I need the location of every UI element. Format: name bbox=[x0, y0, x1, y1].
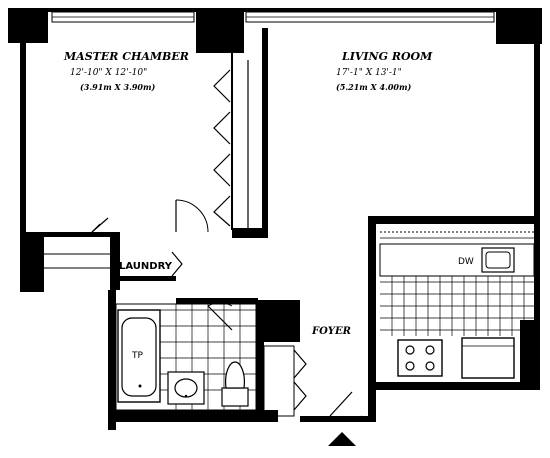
entry-arrow-icon bbox=[328, 432, 356, 446]
kitchen-tiles bbox=[380, 276, 534, 336]
living-room-dim-imperial: 17'-1" X 13'-1" bbox=[336, 68, 402, 78]
foyer: FOYER bbox=[263, 326, 363, 421]
laundry-area: LAUNDRY bbox=[119, 251, 183, 277]
room-labels: MASTER CHAMBER 12'-10" X 12'-10" (3.91m … bbox=[63, 50, 433, 92]
bathroom: TP bbox=[115, 302, 257, 411]
refrigerator bbox=[461, 337, 515, 379]
master-chamber-dim-imperial: 12'-10" X 12'-10" bbox=[70, 68, 147, 78]
kitchen: DW bbox=[379, 231, 535, 379]
tub-label: TP bbox=[131, 351, 143, 361]
windows bbox=[51, 11, 495, 23]
dishwasher-label: DW bbox=[458, 257, 474, 267]
laundry-label: LAUNDRY bbox=[119, 261, 173, 272]
walls bbox=[8, 8, 542, 430]
master-closet bbox=[213, 52, 249, 230]
living-room-dim-metric: (5.21m X 4.00m) bbox=[336, 82, 411, 92]
living-room-title: LIVING ROOM bbox=[341, 50, 433, 63]
foyer-label: FOYER bbox=[311, 326, 351, 337]
master-wardrobe bbox=[44, 253, 110, 269]
stove bbox=[397, 339, 443, 377]
master-chamber-dim-metric: (3.91m X 3.90m) bbox=[80, 82, 155, 92]
master-door bbox=[91, 199, 209, 233]
master-chamber-title: MASTER CHAMBER bbox=[63, 50, 189, 63]
